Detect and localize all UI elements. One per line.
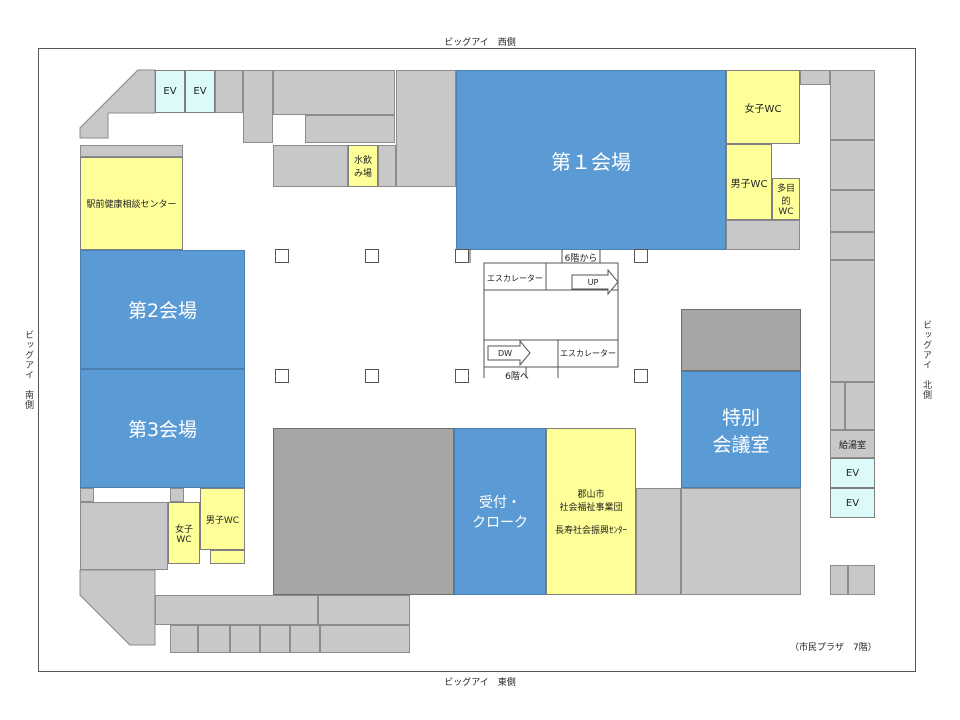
pillar bbox=[275, 369, 289, 383]
service-room bbox=[273, 145, 348, 187]
escalator-down-arrow: DW bbox=[497, 348, 513, 358]
service-room bbox=[215, 70, 243, 113]
service-room bbox=[800, 70, 830, 85]
hall-1[interactable]: 第１会場 bbox=[456, 70, 726, 250]
service-room bbox=[830, 140, 875, 190]
mens-restroom-top: 男子WC bbox=[726, 144, 772, 220]
special-room-annex bbox=[681, 309, 801, 371]
escalator-from-6f: 6階から bbox=[564, 253, 598, 264]
kitchenette: 給湯室 bbox=[830, 430, 875, 458]
service-room bbox=[830, 382, 845, 430]
welfare-agency: 郡山市 社会福祉事業団 長寿社会振興ｾﾝﾀｰ bbox=[546, 428, 636, 595]
floor-note: （市民プラザ 7階） bbox=[790, 643, 877, 653]
elevator-east-1: EV bbox=[830, 458, 875, 488]
service-room bbox=[230, 625, 260, 653]
service-room bbox=[848, 565, 875, 595]
label-east: ビッグアイ 東側 bbox=[444, 677, 516, 688]
service-room bbox=[830, 260, 875, 382]
escalator-up-arrow: UP bbox=[587, 277, 599, 287]
service-room bbox=[80, 145, 183, 157]
service-room bbox=[830, 190, 875, 232]
womens-restroom-top: 女子WC bbox=[726, 70, 800, 144]
central-storage bbox=[273, 428, 454, 595]
service-room bbox=[636, 488, 681, 595]
service-room bbox=[243, 70, 273, 143]
health-consultation-center: 駅前健康相談センター bbox=[80, 157, 183, 250]
pillar bbox=[634, 249, 648, 263]
pillar bbox=[634, 369, 648, 383]
water-fountain: 水飲 み場 bbox=[348, 145, 378, 187]
pillar bbox=[365, 249, 379, 263]
hall-2[interactable]: 第2会場 bbox=[80, 250, 245, 369]
service-room bbox=[155, 595, 318, 625]
pillar bbox=[455, 249, 469, 263]
service-room bbox=[378, 145, 396, 187]
multipurpose-restroom: 多目 的 WC bbox=[772, 178, 800, 220]
service-room bbox=[830, 565, 848, 595]
pillar bbox=[275, 249, 289, 263]
pillar bbox=[455, 369, 469, 383]
elevator-east-2: EV bbox=[830, 488, 875, 518]
label-west: ビッグアイ 西側 bbox=[444, 37, 516, 48]
service-room bbox=[830, 232, 875, 260]
service-room bbox=[845, 382, 875, 430]
escalator-label-bottom: エスカレーター bbox=[560, 348, 616, 358]
service-room bbox=[726, 220, 800, 250]
escalator-label-top: エスカレーター bbox=[487, 273, 543, 283]
label-south: ビッグアイ 南側 bbox=[23, 330, 33, 410]
service-room bbox=[830, 70, 875, 140]
service-room bbox=[260, 625, 290, 653]
hall-3[interactable]: 第3会場 bbox=[80, 369, 245, 488]
service-room bbox=[170, 488, 184, 502]
service-room bbox=[198, 625, 230, 653]
elevator-top-1: EV bbox=[155, 70, 185, 113]
service-room bbox=[290, 625, 320, 653]
special-conference-room[interactable]: 特別 会議室 bbox=[681, 371, 801, 488]
label-north: ビッグアイ 北側 bbox=[921, 320, 931, 400]
mens-restroom-bottom: 男子WC bbox=[200, 488, 245, 550]
service-room bbox=[681, 488, 801, 595]
service-room bbox=[80, 502, 168, 570]
service-room bbox=[318, 595, 410, 625]
service-room bbox=[80, 488, 94, 502]
service-room bbox=[170, 625, 198, 653]
restroom-annex bbox=[210, 550, 245, 564]
service-room bbox=[396, 70, 456, 187]
elevator-top-2: EV bbox=[185, 70, 215, 113]
service-room bbox=[305, 115, 395, 143]
service-room bbox=[320, 625, 410, 653]
service-room bbox=[273, 70, 395, 115]
building-outline bbox=[38, 48, 916, 672]
womens-restroom-bottom: 女子 WC bbox=[168, 502, 200, 564]
escalator-to-6f: 6階へ bbox=[505, 371, 529, 382]
reception-cloakroom[interactable]: 受付・ クローク bbox=[454, 428, 546, 595]
pillar bbox=[365, 369, 379, 383]
